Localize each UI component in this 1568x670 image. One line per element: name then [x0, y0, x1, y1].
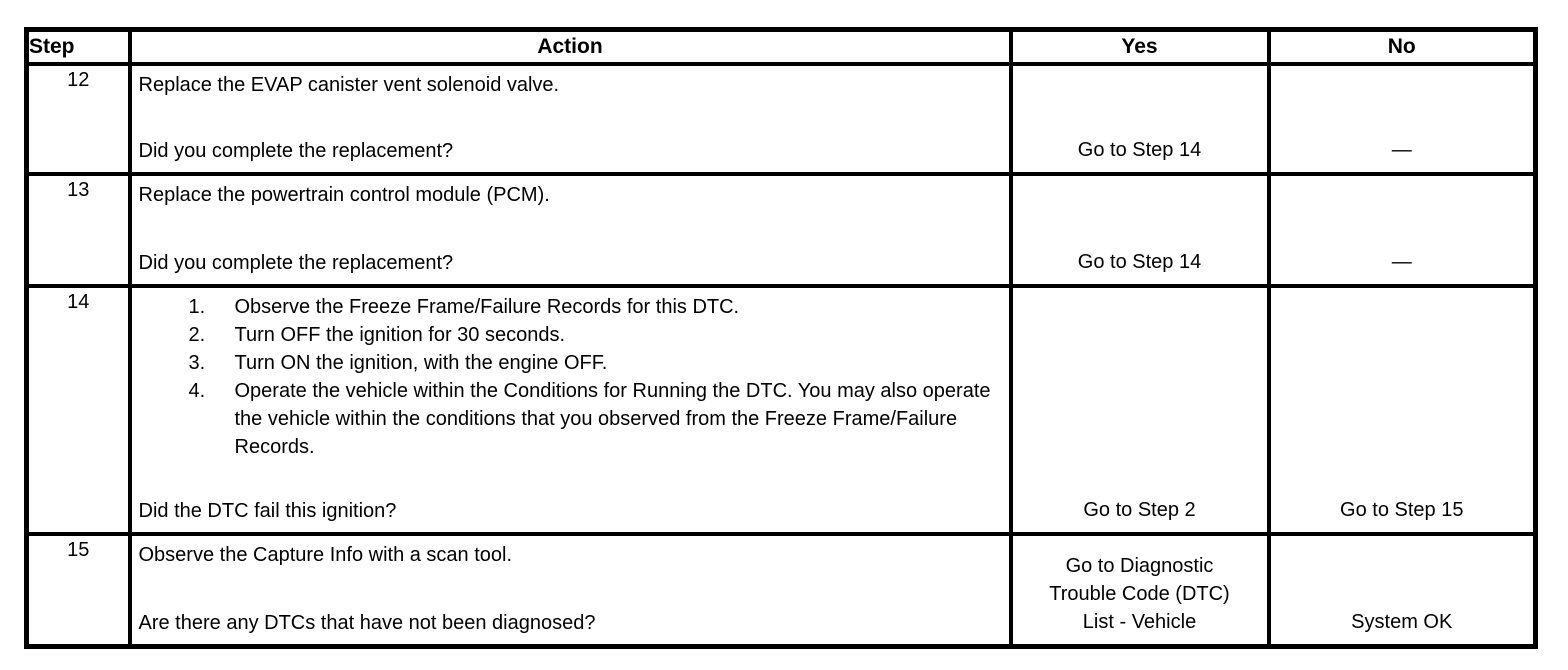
action-question: Are there any DTCs that have not been di… — [138, 612, 596, 634]
yes-result: Go to Diagnostic Trouble Code (DTC) List… — [1049, 555, 1230, 633]
header-step: Step — [24, 27, 132, 66]
no-cell: — — [1266, 171, 1538, 288]
list-item-text: Operate the vehicle within the Condition… — [234, 379, 991, 458]
header-no: No — [1266, 27, 1538, 66]
yes-cell: Go to Step 2 — [1008, 283, 1271, 536]
list-item-text: Turn OFF the ignition for 30 seconds. — [234, 323, 566, 346]
list-item: 4. Operate the vehicle within the Condit… — [139, 377, 1001, 461]
step-number: 14 — [24, 283, 132, 536]
list-item-text: Observe the Freeze Frame/Failure Records… — [234, 295, 740, 318]
list-item: 1. Observe the Freeze Frame/Failure Reco… — [139, 293, 1001, 321]
diagnostic-table-container: Step Action Yes No 12 Replace the EVAP c… — [24, 27, 1538, 649]
step-number: 12 — [24, 61, 132, 176]
list-item-number: 4. — [188, 379, 206, 402]
list-item-number: 1. — [188, 295, 206, 318]
yes-result: Go to Step 14 — [1077, 138, 1202, 161]
no-result: — — [1391, 250, 1412, 273]
no-result: Go to Step 15 — [1340, 498, 1464, 521]
no-result: — — [1391, 138, 1412, 161]
no-cell: Go to Step 15 — [1266, 283, 1538, 536]
action-instruction: Observe the Capture Info with a scan too… — [138, 543, 513, 566]
no-result: System OK — [1351, 611, 1453, 633]
action-cell: 1. Observe the Freeze Frame/Failure Reco… — [127, 283, 1013, 536]
yes-result: Go to Step 2 — [1083, 498, 1196, 521]
action-question: Did you complete the replacement? — [138, 139, 454, 162]
no-cell: — — [1266, 61, 1538, 176]
step-number: 15 — [24, 531, 132, 649]
diagnostic-table: Step Action Yes No 12 Replace the EVAP c… — [24, 27, 1538, 649]
action-numbered-list: 1. Observe the Freeze Frame/Failure Reco… — [139, 293, 1001, 461]
step-number: 13 — [24, 171, 132, 288]
yes-cell: Go to Diagnostic Trouble Code (DTC) List… — [1008, 531, 1271, 649]
table-row-step-12: 12 Replace the EVAP canister vent soleno… — [24, 61, 1538, 176]
action-question: Did you complete the replacement? — [138, 251, 454, 274]
header-yes: Yes — [1008, 27, 1271, 66]
action-instruction: Replace the EVAP canister vent solenoid … — [138, 73, 560, 96]
list-item-number: 2. — [188, 323, 206, 346]
table-row-step-14: 14 1. Observe the Freeze Frame/Failure R… — [24, 283, 1538, 536]
action-question: Did the DTC fail this ignition? — [138, 499, 397, 522]
table-row-step-15: 15 Observe the Capture Info with a scan … — [24, 531, 1538, 649]
action-cell: Replace the powertrain control module (P… — [127, 171, 1013, 288]
action-cell: Observe the Capture Info with a scan too… — [127, 531, 1013, 649]
list-item: 3. Turn ON the ignition, with the engine… — [139, 349, 1001, 377]
table-header-row: Step Action Yes No — [24, 27, 1538, 66]
yes-result: Go to Step 14 — [1077, 250, 1202, 273]
header-action: Action — [127, 27, 1013, 66]
action-instruction: Replace the powertrain control module (P… — [138, 183, 550, 206]
list-item-number: 3. — [188, 351, 206, 374]
action-cell: Replace the EVAP canister vent solenoid … — [127, 61, 1013, 176]
yes-cell: Go to Step 14 — [1008, 61, 1271, 176]
table-row-step-13: 13 Replace the powertrain control module… — [24, 171, 1538, 288]
list-item: 2. Turn OFF the ignition for 30 seconds. — [139, 321, 1001, 349]
no-cell: System OK — [1266, 531, 1538, 649]
yes-cell: Go to Step 14 — [1008, 171, 1271, 288]
list-item-text: Turn ON the ignition, with the engine OF… — [234, 351, 608, 374]
